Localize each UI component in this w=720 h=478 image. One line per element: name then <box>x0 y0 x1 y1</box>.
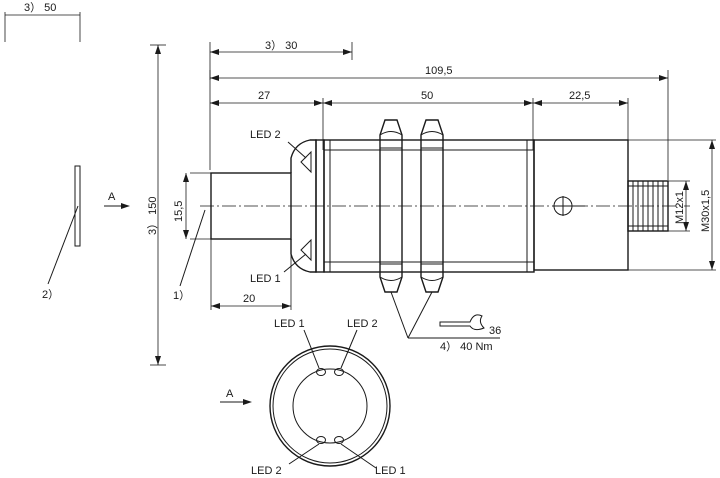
dim-50-top-left: 3） 50 <box>4 1 81 42</box>
led2-side-label: LED 2 <box>250 129 281 141</box>
dim-threads: M12x1 M30x1,5 <box>628 139 716 271</box>
m30-label: M30x1,5 <box>700 190 712 232</box>
wrench-annotation: 36 4） 40 Nm <box>390 291 501 353</box>
face-led2-top-label: LED 2 <box>347 318 378 330</box>
dia-15-5-label: 15,5 <box>173 201 185 222</box>
view-a-side: A 2） <box>42 165 130 301</box>
face-led2-bottom-label: LED 2 <box>251 465 282 477</box>
note-2-label: 2） <box>42 288 59 301</box>
dim-overall-length: 109,5 <box>209 65 669 180</box>
overall-length-label: 109,5 <box>425 65 453 77</box>
dim-30: 3） 30 <box>209 39 353 80</box>
nut-right <box>420 119 444 293</box>
sensor-front: 15,5 1） 20 <box>173 172 292 310</box>
note-1-label: 1） <box>173 289 190 302</box>
led2-front-top <box>334 368 344 376</box>
view-a-bottom-label: A <box>226 388 234 400</box>
led1-side-label: LED 1 <box>250 273 281 285</box>
led1-front-top <box>316 368 326 376</box>
led-collar: LED 2 LED 1 <box>250 129 325 285</box>
sensor-rear <box>533 139 629 271</box>
dim-150-vertical: 3） 150 <box>146 44 166 366</box>
len-50-label: 50 <box>421 90 433 102</box>
led1-front-bottom <box>334 436 344 444</box>
face-led1-top-label: LED 1 <box>274 318 305 330</box>
front-view: A LED 1 LED 2 LED 2 LED 1 <box>220 318 406 477</box>
torque-label: 4） 40 Nm <box>440 340 493 353</box>
connector-m12 <box>627 180 669 232</box>
wrench-icon <box>439 314 485 331</box>
face-led1-bottom-label: LED 1 <box>375 465 406 477</box>
leader-2 <box>47 205 79 285</box>
dim-50-label: 3） 50 <box>24 1 56 14</box>
leader-1 <box>179 209 206 287</box>
dim-150-label: 3） 150 <box>146 196 159 235</box>
len-20-label: 20 <box>243 293 255 305</box>
len-27-label: 27 <box>258 90 270 102</box>
m12-label: M12x1 <box>674 191 686 224</box>
len-22-5-label: 22,5 <box>569 90 590 102</box>
led2-front-bottom <box>316 436 326 444</box>
mounting-plate <box>74 165 81 247</box>
view-a-label: A <box>108 191 116 203</box>
wrench-size-label: 36 <box>489 325 501 337</box>
dim-segments: 27 50 22,5 <box>210 90 629 150</box>
dim-30-label: 3） 30 <box>265 39 297 52</box>
nut-left <box>379 119 403 293</box>
